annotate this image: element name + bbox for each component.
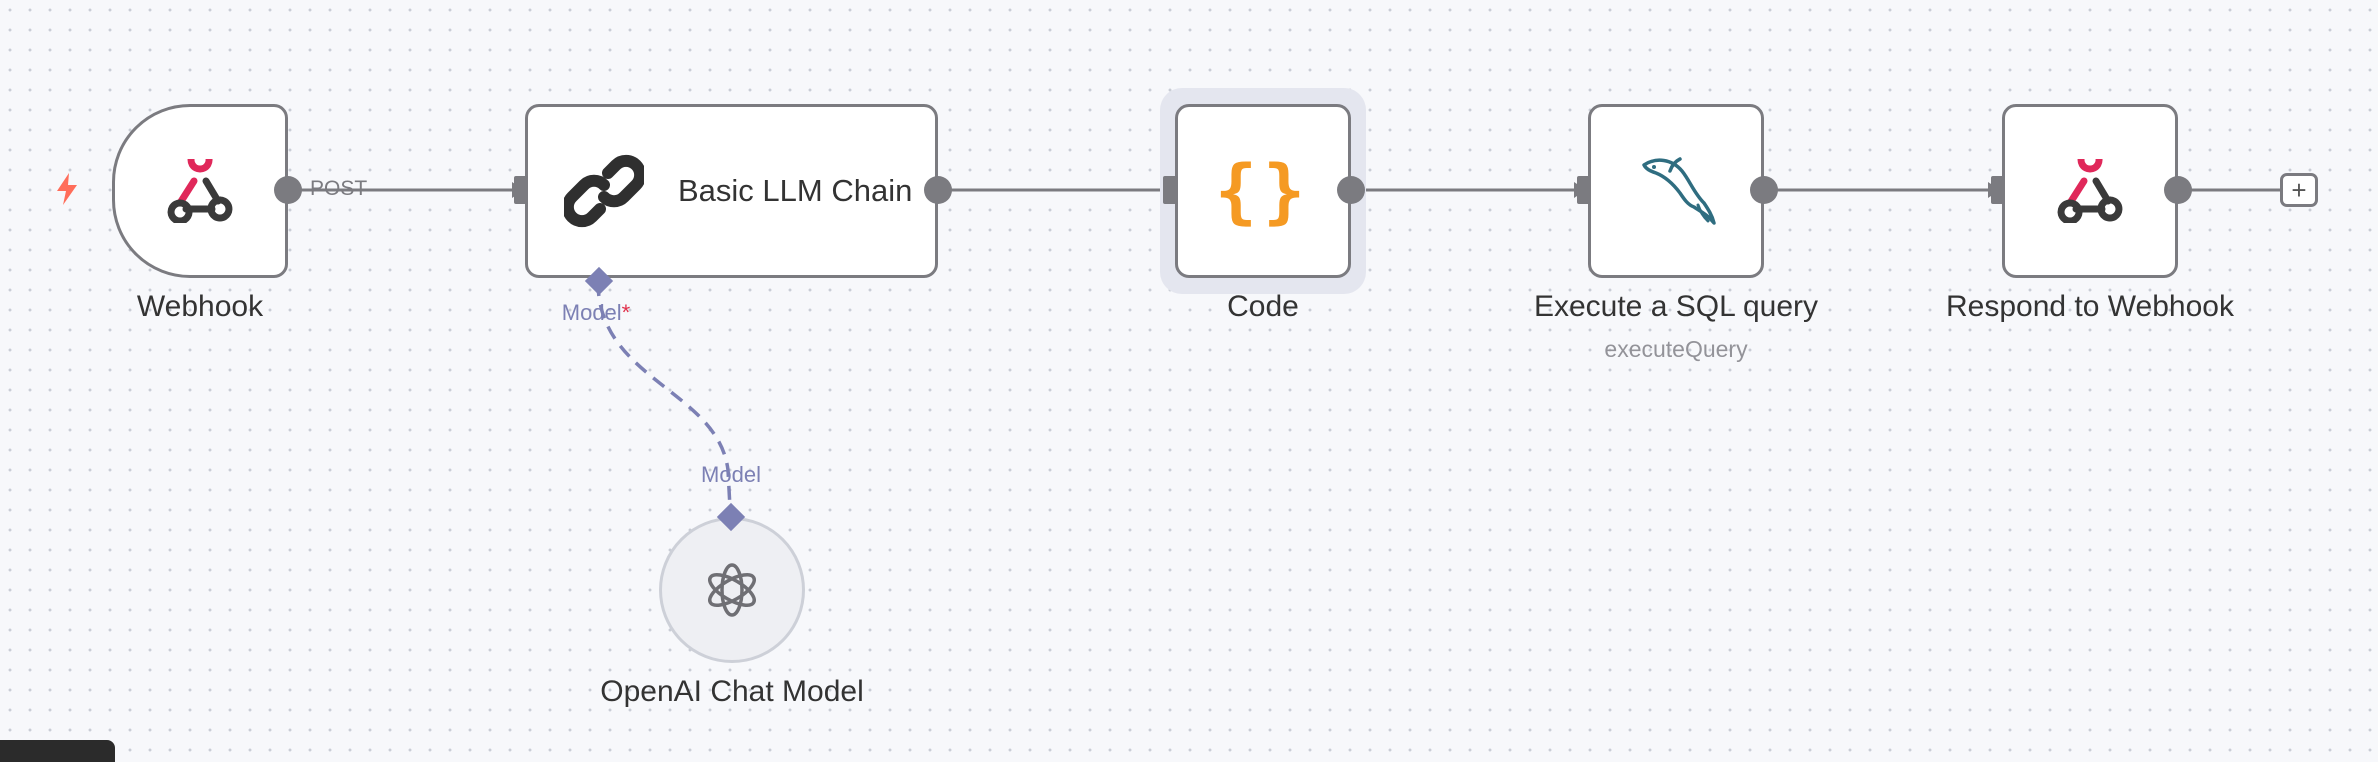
trigger-bolt-icon <box>57 173 77 205</box>
webhook-icon <box>2057 159 2123 223</box>
bottom-left-panel-edge <box>0 740 115 762</box>
chain-link-icon <box>564 154 644 228</box>
respond-input-port[interactable] <box>1991 176 2007 204</box>
llm-model-port[interactable] <box>582 264 616 298</box>
mysql-dolphin-icon <box>1642 157 1716 225</box>
node-code-label: Code <box>1227 290 1299 323</box>
add-node-button[interactable]: + <box>2280 173 2318 207</box>
node-basic-llm-chain[interactable]: Basic LLM Chain <box>525 104 938 278</box>
wire-model-dashed <box>596 281 732 509</box>
node-openai-chat-model-label: OpenAI Chat Model <box>600 675 864 708</box>
respond-output-port[interactable] <box>2162 174 2194 206</box>
node-openai-chat-model[interactable] <box>659 517 805 663</box>
required-asterisk: * <box>621 300 631 325</box>
openai-icon <box>708 563 756 617</box>
webhook-output-port[interactable] <box>272 174 304 206</box>
sql-input-port[interactable] <box>1577 176 1593 204</box>
code-output-port[interactable] <box>1335 174 1367 206</box>
node-execute-sql-sublabel: executeQuery <box>1604 336 1748 362</box>
node-respond-to-webhook-label: Respond to Webhook <box>1946 290 2234 323</box>
node-code[interactable]: {} <box>1175 104 1351 278</box>
code-input-port[interactable] <box>1163 176 1179 204</box>
llm-model-port-label: Model* <box>561 300 631 325</box>
sql-output-port[interactable] <box>1748 174 1780 206</box>
node-execute-sql-label: Execute a SQL query <box>1533 290 1819 323</box>
webhook-icon <box>167 159 233 223</box>
llm-input-port[interactable] <box>514 176 530 204</box>
openai-output-port-label: Model <box>701 462 761 487</box>
node-webhook[interactable] <box>112 104 288 278</box>
node-basic-llm-chain-title: Basic LLM Chain <box>678 173 913 208</box>
node-respond-to-webhook[interactable] <box>2002 104 2178 278</box>
openai-output-port[interactable] <box>714 500 748 534</box>
curly-braces-icon: {} <box>1214 150 1312 232</box>
node-webhook-label: Webhook <box>136 290 264 323</box>
node-execute-sql[interactable] <box>1588 104 1764 278</box>
llm-output-port[interactable] <box>922 174 954 206</box>
webhook-output-label: POST <box>310 177 368 200</box>
